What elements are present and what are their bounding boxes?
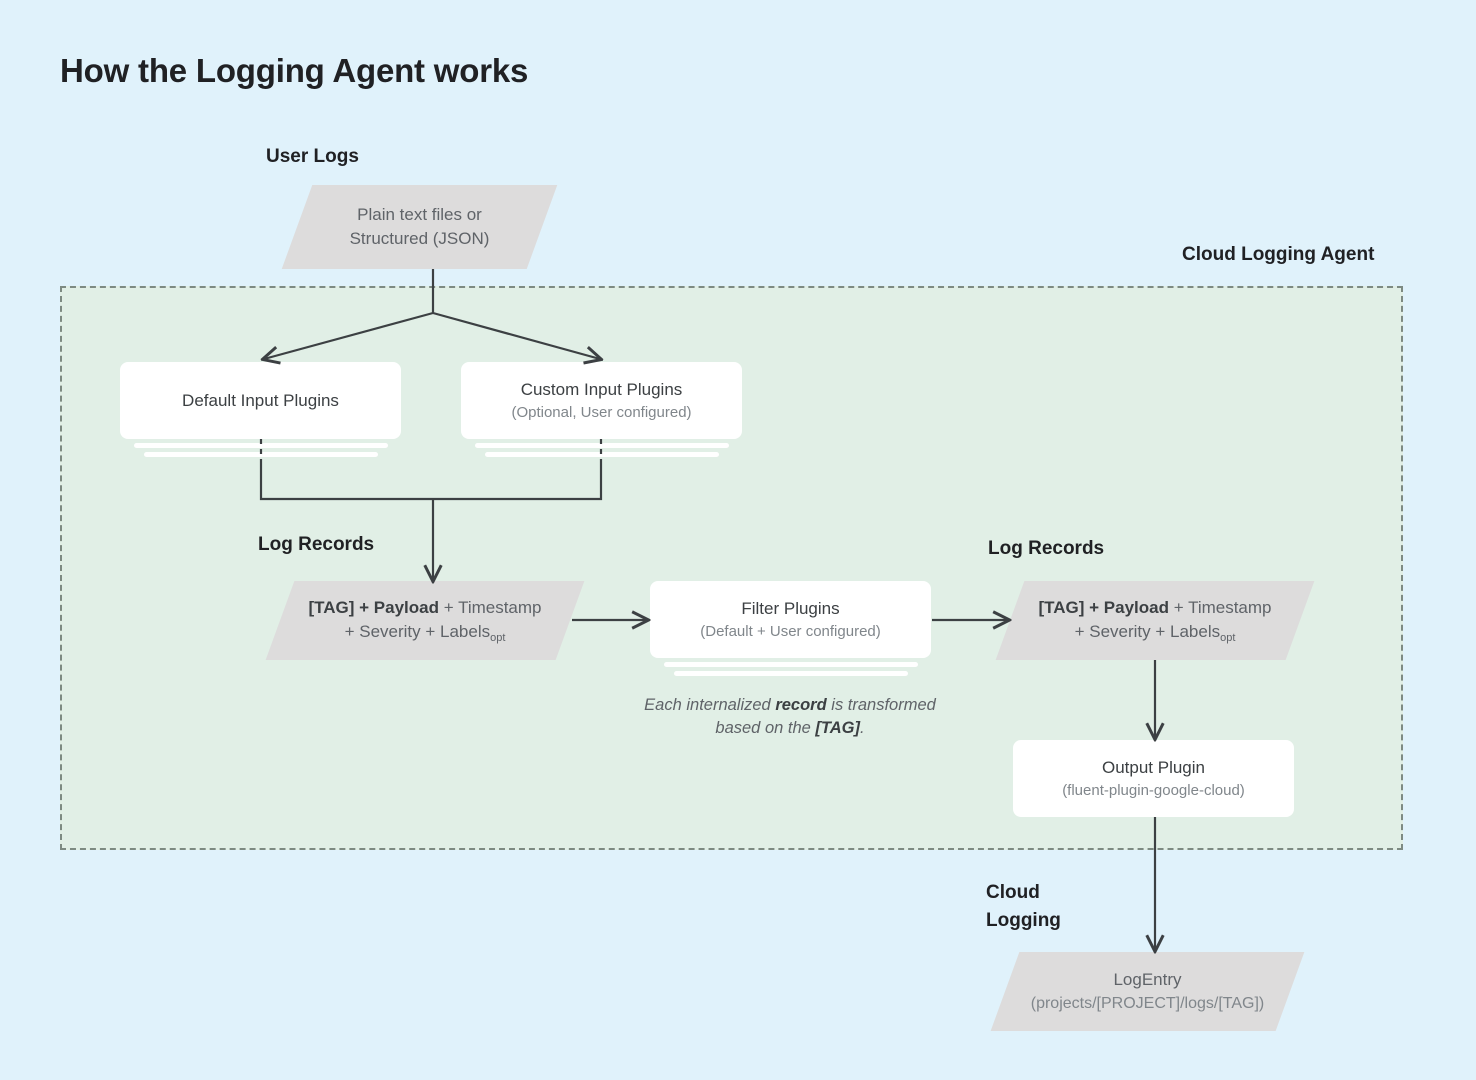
node-log-record-right-text: [TAG] + Payload + Timestamp + Severity +… [1010, 581, 1300, 660]
output-plugin-title: Output Plugin [1101, 757, 1205, 777]
stack-layer-filter-1 [664, 662, 918, 667]
log-record-left-opt: opt [490, 631, 506, 644]
node-log-entry[interactable]: LogEntry (projects/[PROJECT]/logs/[TAG]) [990, 952, 1305, 1031]
stack-layer-default-2 [144, 452, 378, 457]
log-record-right-bold: [TAG] + Payload [1038, 597, 1169, 617]
log-record-right-line1: [TAG] + Payload + Timestamp [1038, 596, 1271, 620]
label-log-records-right: Log Records [988, 538, 1105, 559]
node-log-record-left-text: [TAG] + Payload + Timestamp + Severity +… [280, 581, 570, 660]
label-cloud-logging-line2: Logging [986, 910, 1061, 931]
node-user-logs-source[interactable]: Plain text files or Structured (JSON) [281, 185, 558, 269]
label-cloud-logging-agent: Cloud Logging Agent [1182, 244, 1375, 265]
node-output-plugin[interactable]: Output Plugin (fluent-plugin-google-clou… [1013, 740, 1294, 817]
log-entry-title: LogEntry [1113, 969, 1182, 989]
custom-input-plugins-subtitle: (Optional, User configured) [511, 403, 692, 421]
label-log-records-left: Log Records [258, 534, 375, 555]
log-record-left-line1: [TAG] + Payload + Timestamp [308, 596, 541, 620]
note-line2-bold: [TAG] [815, 719, 860, 737]
output-plugin-subtitle: (fluent-plugin-google-cloud) [1062, 781, 1245, 799]
user-logs-source-line2: Structured (JSON) [349, 229, 490, 248]
stack-layer-custom-1 [475, 443, 729, 448]
filter-plugins-title: Filter Plugins [741, 598, 840, 618]
log-entry-subtitle: (projects/[PROJECT]/logs/[TAG]) [1030, 994, 1265, 1012]
log-record-right-line2-text: + Severity + Labels [1074, 621, 1221, 641]
page-title: How the Logging Agent works [60, 52, 529, 89]
user-logs-source-line1: Plain text files or [357, 205, 482, 224]
log-record-right-rest: + Timestamp [1169, 597, 1272, 617]
annotation-record-transform: Each internalized record is transformed … [640, 694, 940, 740]
log-record-left-line2: + Severity + Labelsopt [345, 620, 506, 646]
note-line1-pre: Each internalized [644, 696, 776, 714]
stack-layer-filter-2 [674, 671, 908, 676]
filter-plugins-subtitle: (Default + User configured) [700, 622, 881, 640]
note-line2-pre: transformed based on the [715, 696, 936, 737]
note-line1-bold: record [775, 696, 827, 714]
node-user-logs-source-text: Plain text files or Structured (JSON) [297, 185, 542, 269]
label-cloud-logging: Cloud Logging [986, 879, 1061, 935]
stack-layer-default-1 [134, 443, 388, 448]
note-line2-post: . [860, 719, 865, 737]
node-log-record-left[interactable]: [TAG] + Payload + Timestamp + Severity +… [265, 581, 585, 660]
log-record-right-opt: opt [1220, 631, 1236, 644]
node-log-record-right[interactable]: [TAG] + Payload + Timestamp + Severity +… [995, 581, 1315, 660]
node-filter-plugins[interactable]: Filter Plugins (Default + User configure… [650, 581, 931, 658]
label-user-logs: User Logs [266, 146, 359, 167]
node-default-input-plugins[interactable]: Default Input Plugins [120, 362, 401, 439]
note-line1-post: is [826, 696, 844, 714]
log-record-left-line2-text: + Severity + Labels [344, 621, 491, 641]
note-line1: Each internalized record is [644, 696, 843, 714]
log-record-left-rest: + Timestamp [439, 597, 542, 617]
default-input-plugins-title: Default Input Plugins [182, 390, 339, 410]
log-record-right-line2: + Severity + Labelsopt [1075, 620, 1236, 646]
log-record-left-bold: [TAG] + Payload [308, 597, 439, 617]
note-line2: transformed based on the [TAG]. [715, 696, 935, 737]
stack-layer-custom-2 [485, 452, 719, 457]
label-cloud-logging-line1: Cloud [986, 882, 1040, 903]
node-custom-input-plugins[interactable]: Custom Input Plugins (Optional, User con… [461, 362, 742, 439]
custom-input-plugins-title: Custom Input Plugins [520, 379, 683, 399]
node-log-entry-text: LogEntry (projects/[PROJECT]/logs/[TAG]) [1005, 952, 1290, 1031]
